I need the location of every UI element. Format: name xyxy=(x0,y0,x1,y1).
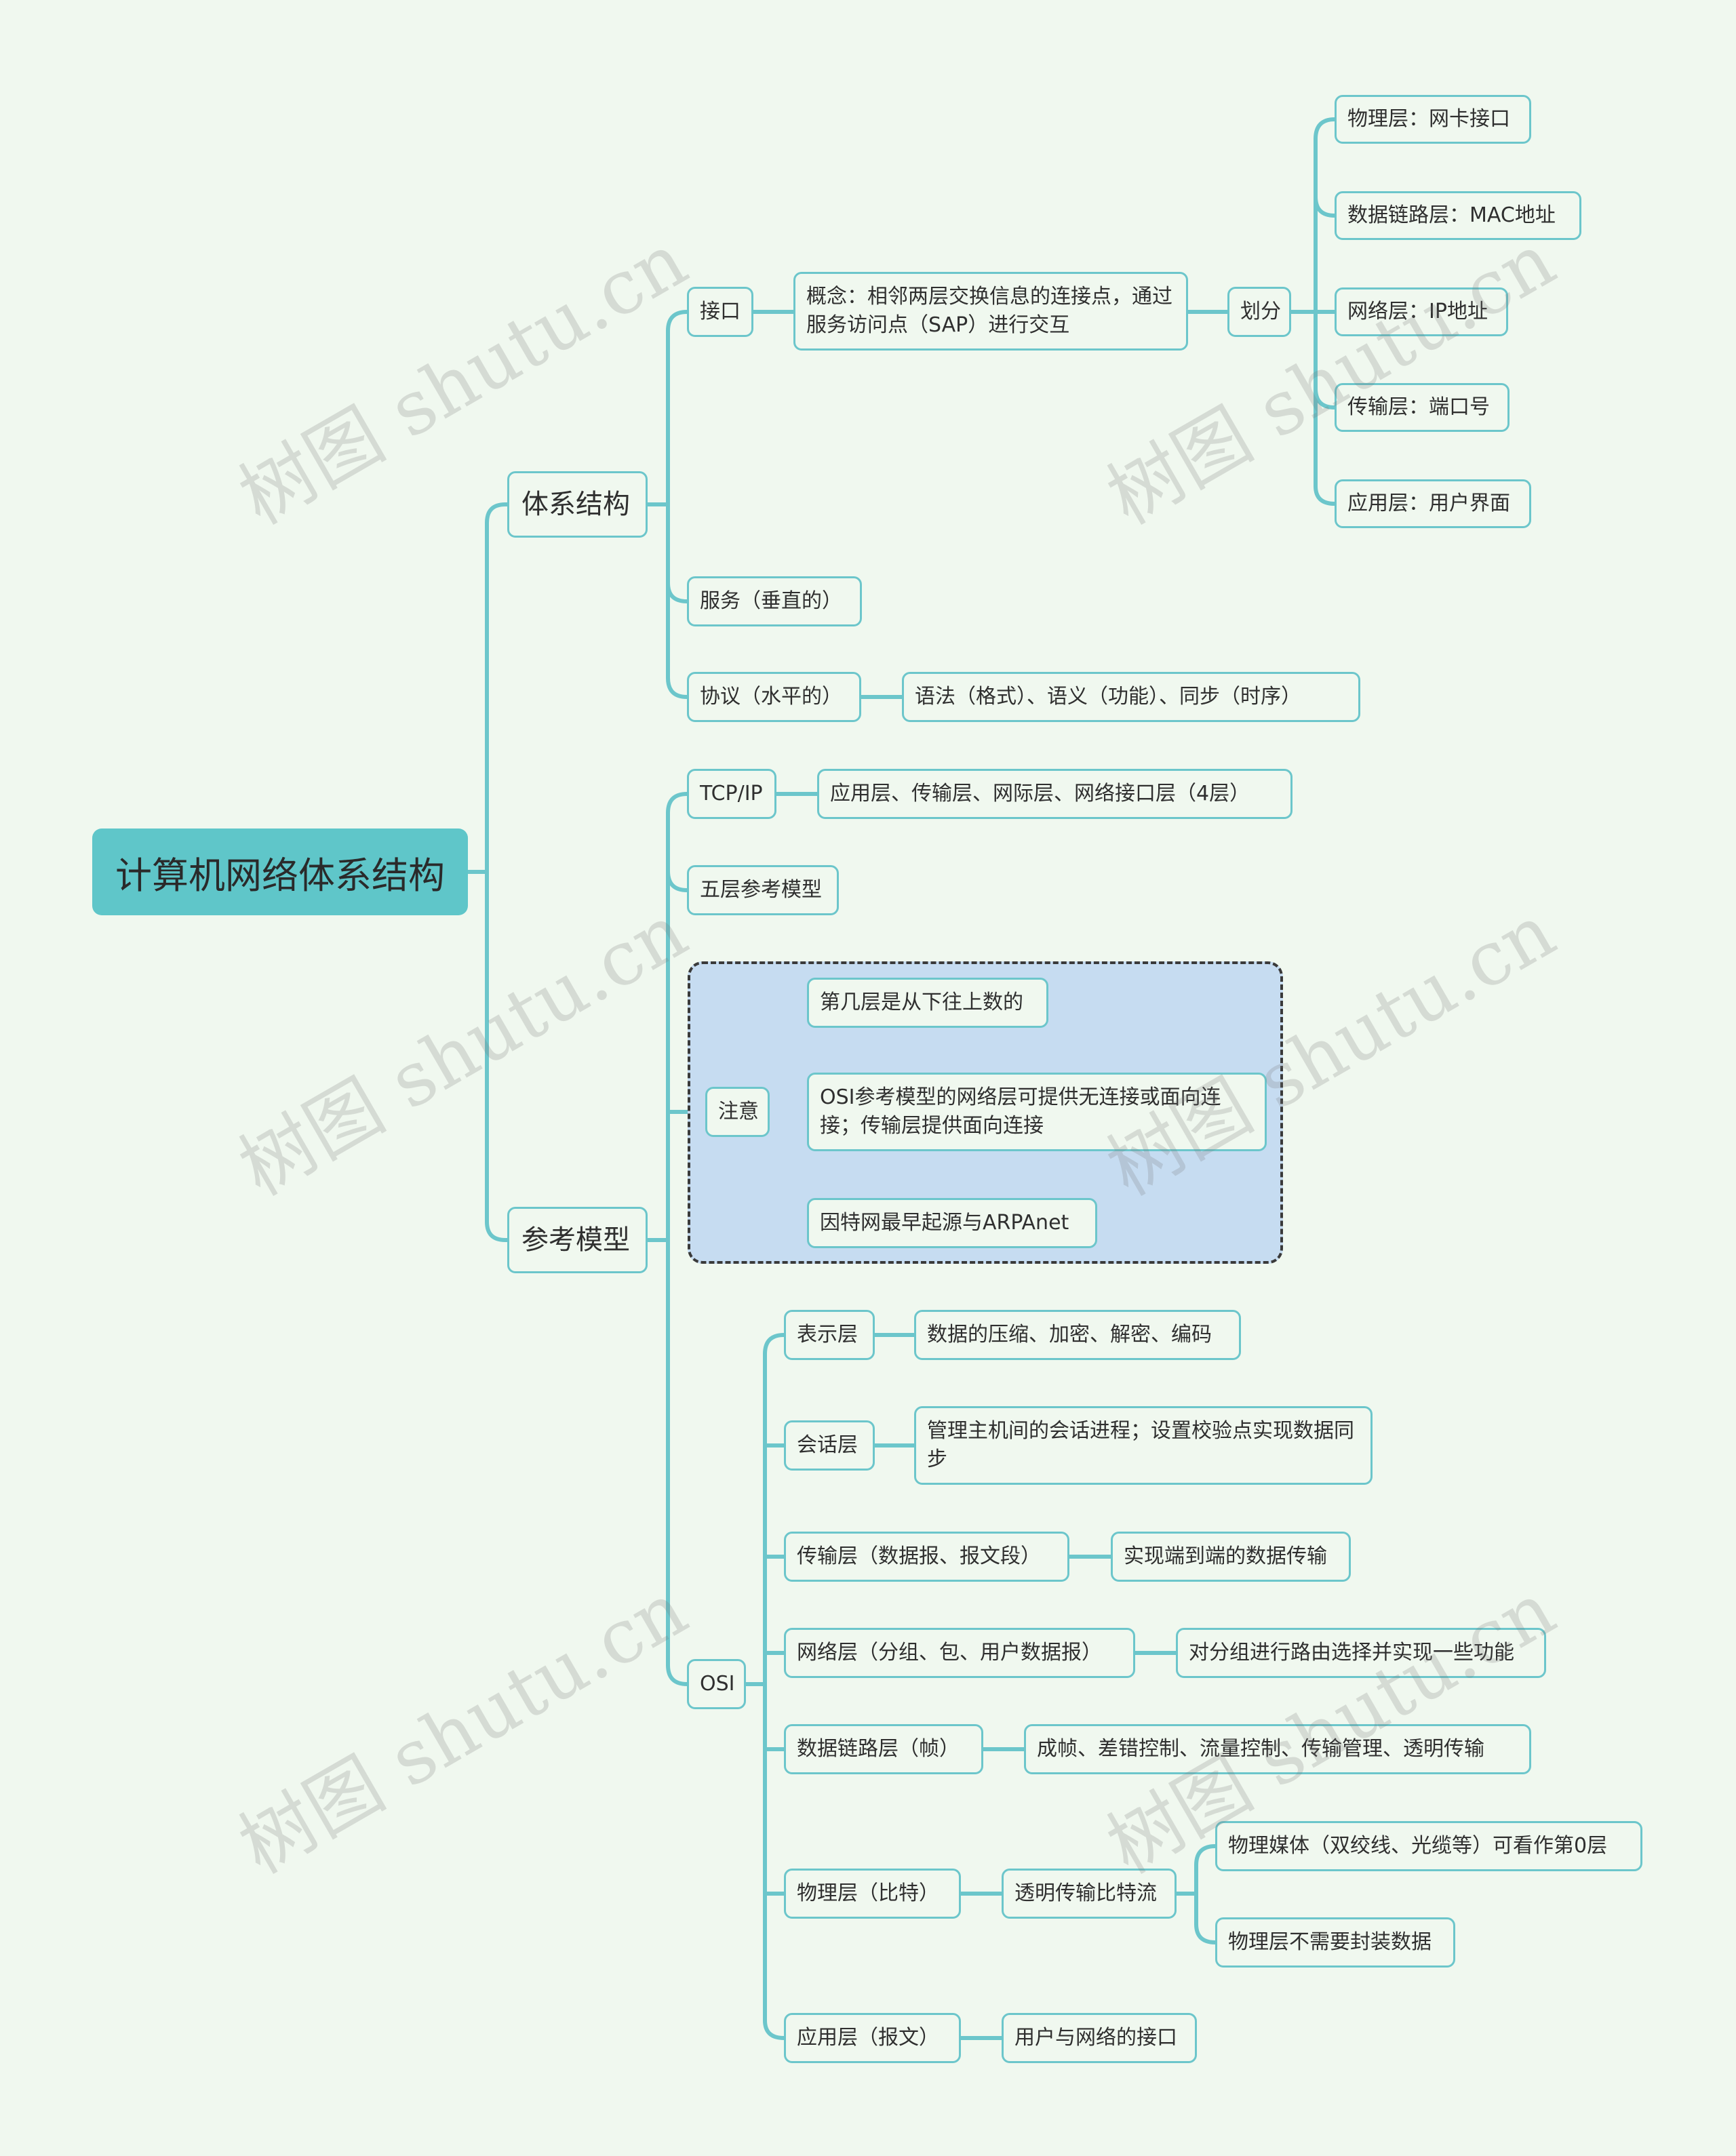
note-item[interactable]: 第几层是从下往上数的 xyxy=(807,978,1048,1028)
osi-layer[interactable]: 传输层（数据报、报文段） xyxy=(784,1532,1069,1582)
node-protocol-detail[interactable]: 语法（格式）、语义（功能）、同步（时序） xyxy=(902,672,1360,722)
node-tcpip-detail[interactable]: 应用层、传输层、网际层、网络接口层（4层） xyxy=(817,769,1293,819)
node-tcpip[interactable]: TCP/IP xyxy=(687,769,776,819)
division-item[interactable]: 物理层：网卡接口 xyxy=(1335,95,1531,144)
node-division[interactable]: 划分 xyxy=(1227,287,1291,337)
node-five-layer-model[interactable]: 五层参考模型 xyxy=(687,865,839,915)
node-interface-concept[interactable]: 概念：相邻两层交换信息的连接点，通过服务访问点（SAP）进行交互 xyxy=(793,272,1188,351)
osi-layer-detail[interactable]: 对分组进行路由选择并实现一些功能 xyxy=(1176,1628,1546,1678)
note-item[interactable]: OSI参考模型的网络层可提供无连接或面向连接；传输层提供面向连接 xyxy=(807,1073,1267,1151)
branch-reference-model[interactable]: 参考模型 xyxy=(507,1207,648,1273)
osi-layer[interactable]: 数据链路层（帧） xyxy=(784,1724,983,1774)
division-item[interactable]: 传输层：端口号 xyxy=(1335,383,1510,432)
physical-sub-item[interactable]: 物理媒体（双绞线、光缆等）可看作第0层 xyxy=(1215,1821,1642,1871)
division-item[interactable]: 数据链路层：MAC地址 xyxy=(1335,191,1581,240)
osi-layer[interactable]: 会话层 xyxy=(784,1420,875,1471)
osi-layer[interactable]: 应用层（报文） xyxy=(784,2013,961,2063)
node-note[interactable]: 注意 xyxy=(705,1087,770,1137)
osi-layer-detail[interactable]: 透明传输比特流 xyxy=(1002,1869,1177,1919)
physical-sub-item[interactable]: 物理层不需要封装数据 xyxy=(1215,1917,1455,1968)
root-node[interactable]: 计算机网络体系结构 xyxy=(92,829,468,915)
osi-layer-detail[interactable]: 管理主机间的会话进程；设置校验点实现数据同步 xyxy=(914,1406,1373,1485)
node-protocol[interactable]: 协议（水平的） xyxy=(687,672,861,722)
branch-architecture[interactable]: 体系结构 xyxy=(507,471,648,538)
division-item[interactable]: 网络层：IP地址 xyxy=(1335,287,1508,336)
note-item[interactable]: 因特网最早起源与ARPAnet xyxy=(807,1198,1097,1248)
osi-layer[interactable]: 网络层（分组、包、用户数据报） xyxy=(784,1628,1135,1678)
osi-layer[interactable]: 表示层 xyxy=(784,1310,875,1360)
osi-layer[interactable]: 物理层（比特） xyxy=(784,1869,961,1919)
division-item[interactable]: 应用层：用户界面 xyxy=(1335,479,1531,528)
node-service[interactable]: 服务（垂直的） xyxy=(687,576,862,626)
osi-layer-detail[interactable]: 数据的压缩、加密、解密、编码 xyxy=(914,1310,1241,1360)
osi-layer-detail[interactable]: 成帧、差错控制、流量控制、传输管理、透明传输 xyxy=(1024,1724,1531,1774)
osi-layer-detail[interactable]: 实现端到端的数据传输 xyxy=(1111,1532,1351,1582)
node-osi[interactable]: OSI xyxy=(687,1659,746,1709)
osi-layer-detail[interactable]: 用户与网络的接口 xyxy=(1002,2013,1197,2063)
node-interface[interactable]: 接口 xyxy=(687,287,753,337)
